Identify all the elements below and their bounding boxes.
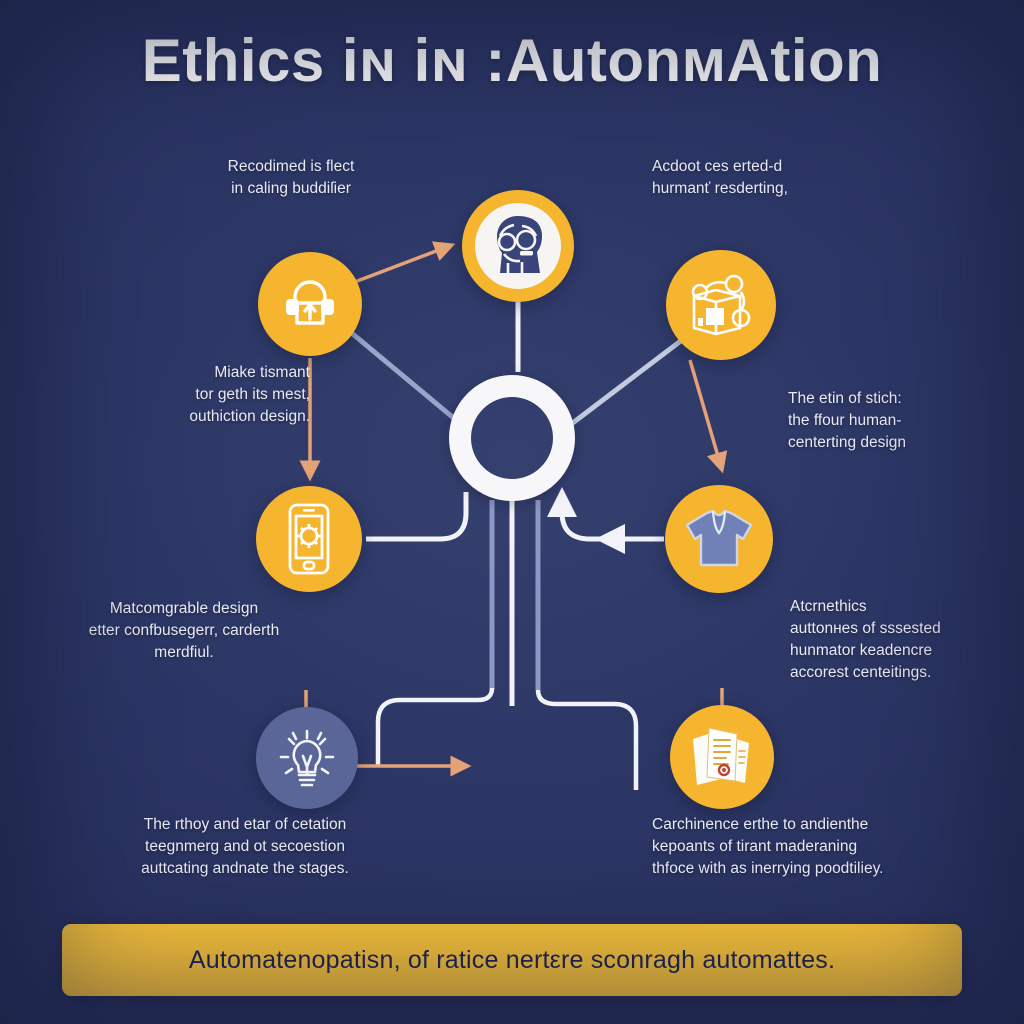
caption-low-right: Atcrnethics auttonнes of sssested hunmat… <box>790 598 941 681</box>
node-robot-head[interactable] <box>462 190 574 302</box>
caption-top-right: Acdoot ces erted-d hurmanť resderting, <box>652 158 788 197</box>
lightbulb-idea-icon <box>279 729 335 787</box>
caption-bottom-left: The rthoy and etar of cetation teegnmerg… <box>141 816 349 877</box>
footer-banner: Automatenopatisn, of ratice nertεre scon… <box>62 924 962 996</box>
node-documents[interactable] <box>670 705 774 809</box>
footer-text: Automatenopatisn, of ratice nertεre scon… <box>188 945 836 974</box>
node-network-box[interactable] <box>666 250 776 360</box>
robot-head-icon <box>475 203 561 289</box>
caption-low-left: Matcomgrable design etter confbusegerr, … <box>88 600 280 661</box>
node-secure-upload[interactable] <box>258 252 362 356</box>
smartphone-gear-icon <box>288 503 330 575</box>
lock-upload-icon <box>286 280 334 325</box>
documents-seal-icon <box>693 727 749 785</box>
garment-icon <box>685 509 753 567</box>
caption-mid-left: Miake tismant tor geth its mest, outhict… <box>189 364 310 425</box>
caption-top-left: Recodimed is flect in caling buddiſier <box>227 158 355 197</box>
caption-mid-right: The etin of stich: the ffour human- cent… <box>788 390 907 451</box>
page-title: Ethics iɴ iɴ :AutonмAtion <box>141 27 883 94</box>
caption-bottom-right: Carchinence erthe to andienthe kepoants … <box>652 816 884 877</box>
node-mobile-settings[interactable] <box>256 486 362 592</box>
central-hub-ring <box>449 375 575 501</box>
node-garment[interactable] <box>665 485 773 593</box>
node-idea[interactable] <box>256 707 358 809</box>
network-box-icon <box>691 274 751 336</box>
